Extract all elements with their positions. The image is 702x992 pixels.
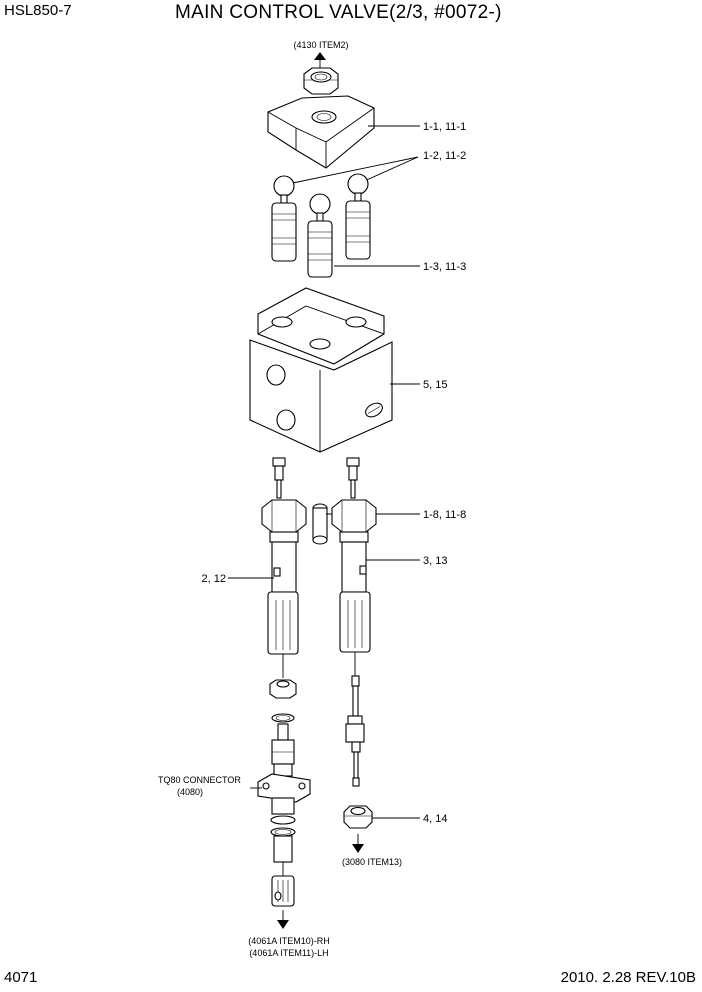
left-connector-stack [257, 679, 311, 907]
right-valve-assembly [331, 457, 377, 787]
body-callout: 5, 15 [423, 379, 447, 391]
bottom-ref-label-lh: (4061A ITEM11)-LH [249, 948, 328, 958]
revision-label: 2010. 2.28 REV.10B [560, 969, 696, 986]
ball-leaders [287, 156, 419, 185]
bottom-ref-arrow-left [277, 910, 289, 929]
nut-bottom-callout: 4, 14 [423, 813, 447, 825]
bottom-ref-label-rh: (4061A ITEM10)-RH [248, 936, 330, 946]
plunger-callout: 1-3, 11-3 [423, 261, 466, 273]
top-ref-label: (4130 ITEM2) [293, 40, 348, 50]
cover-block [267, 95, 375, 169]
page-title: MAIN CONTROL VALVE(2/3, #0072-) [175, 2, 502, 23]
valve-body [249, 287, 393, 453]
connector-name-label: TQ80 CONNECTOR [158, 775, 241, 785]
plunger-left [271, 175, 297, 262]
top-hex-nut [303, 67, 339, 95]
bottom-ref-arrow-right [352, 834, 364, 853]
page-number: 4071 [4, 969, 38, 986]
cover-callout: 1-1, 11-1 [423, 121, 466, 133]
pin [312, 503, 328, 545]
bottom-hex-nut [343, 805, 373, 829]
top-ref-arrow [314, 52, 326, 68]
plunger-right [345, 173, 371, 260]
bottom-ref-label-right: (3080 ITEM13) [342, 857, 402, 867]
valve-right-callout: 3, 13 [423, 555, 447, 567]
left-valve-assembly [261, 457, 307, 678]
model-code: HSL850-7 [4, 2, 72, 19]
ball-callout: 1-2, 11-2 [423, 150, 466, 162]
connector-ref-label: (4080) [177, 787, 203, 797]
pin-callout: 1-8, 11-8 [423, 509, 466, 521]
plunger-center [307, 193, 333, 278]
valve-left-callout: 2, 12 [202, 573, 226, 585]
